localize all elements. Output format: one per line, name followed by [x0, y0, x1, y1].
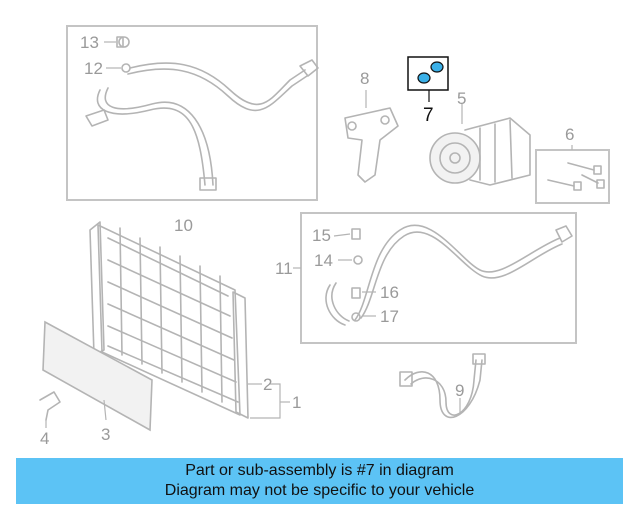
- callout-11: 11: [275, 259, 293, 278]
- callout-4: 4: [40, 429, 49, 448]
- hose-group-box-10: [66, 25, 319, 201]
- callout-16: 16: [380, 283, 399, 302]
- banner-line-2: Diagram may not be specific to your vehi…: [164, 482, 475, 499]
- compressor-5: [429, 104, 531, 186]
- bolts-6-box: [535, 145, 610, 204]
- callout-7: 7: [423, 105, 434, 126]
- callout-1: 1: [292, 393, 301, 412]
- part-7-highlight: [407, 56, 449, 102]
- bracket-8: [344, 90, 399, 183]
- panel-3: [42, 320, 153, 432]
- callout-2: 2: [263, 375, 272, 394]
- bracket-4: [39, 391, 61, 428]
- callout-15: 15: [312, 226, 331, 245]
- banner-line-1: Part or sub-assembly is #7 in diagram: [185, 462, 454, 479]
- callout-12: 12: [84, 59, 103, 78]
- callout-3: 3: [101, 425, 110, 444]
- hose-9: [399, 353, 486, 419]
- callout-5: 5: [457, 89, 466, 108]
- callout-10: 10: [174, 216, 193, 235]
- callout-13: 13: [80, 33, 99, 52]
- info-banner: Part or sub-assembly is #7 in diagram Di…: [16, 458, 623, 504]
- callout-9: 9: [455, 381, 464, 400]
- callout-8: 8: [360, 69, 369, 88]
- line-group-box-11: [293, 212, 577, 344]
- callout-17: 17: [380, 307, 399, 326]
- callout-14: 14: [314, 251, 333, 270]
- condenser-1: [89, 221, 290, 419]
- callout-6: 6: [565, 125, 574, 144]
